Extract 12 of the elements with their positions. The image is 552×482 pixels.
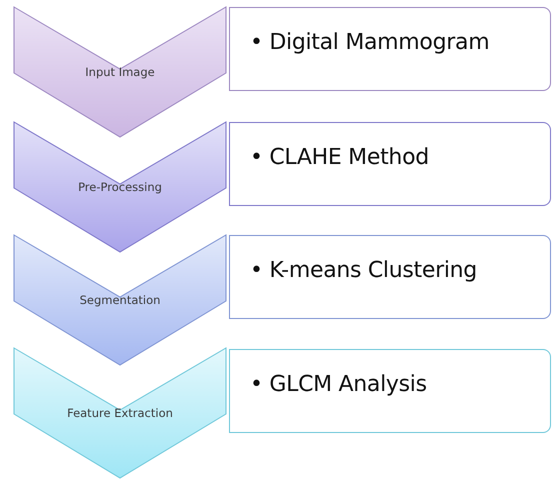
text-box	[229, 7, 551, 91]
step-label: Pre-Processing	[77, 180, 163, 194]
bullet-item: • Digital Mammogram	[250, 30, 490, 55]
text-box	[229, 235, 551, 319]
bullet-item: • K-means Clustering	[250, 258, 477, 283]
step-label: Segmentation	[78, 293, 162, 307]
bullet-item: • GLCM Analysis	[250, 372, 427, 397]
step-label: Feature Extraction	[66, 406, 174, 420]
text-box	[229, 349, 551, 433]
bullet-item: • CLAHE Method	[250, 145, 429, 170]
step-label: Input Image	[84, 65, 156, 79]
text-box	[229, 122, 551, 206]
